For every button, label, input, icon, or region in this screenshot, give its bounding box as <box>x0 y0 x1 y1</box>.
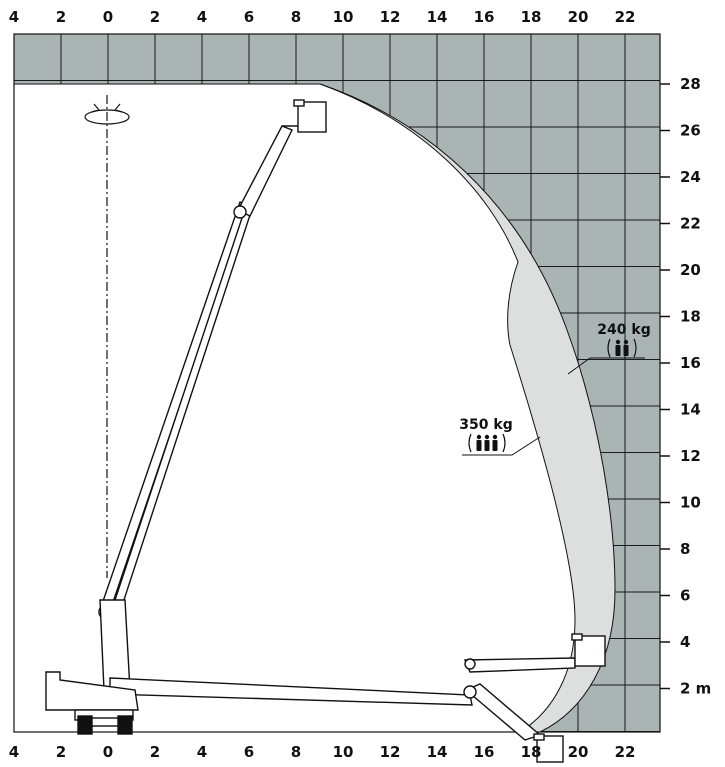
x-tick-label: 20 <box>568 743 589 761</box>
load-350-label: 350 kg <box>459 417 512 433</box>
persons-350-icon <box>468 433 506 453</box>
x-tick-label: 2 <box>150 743 160 761</box>
y-tick-label: 20 <box>680 261 701 279</box>
basket-ground-right <box>533 733 564 763</box>
x-tick-label: 0 <box>103 8 113 26</box>
x-tick-label: 16 <box>474 8 495 26</box>
y-tick-label: 10 <box>680 494 701 512</box>
person-icon <box>623 339 629 356</box>
person-icon <box>492 434 498 451</box>
boom-raised <box>98 99 327 691</box>
x-tick-label: 4 <box>9 743 19 761</box>
x-tick-label: 4 <box>197 8 207 26</box>
x-tick-label: 8 <box>291 743 301 761</box>
x-tick-label: 14 <box>427 743 448 761</box>
y-tick-label: 26 <box>680 122 701 140</box>
x-tick-label: 18 <box>521 8 542 26</box>
y-tick-label: 2 m <box>680 680 711 698</box>
rotation-icon <box>84 103 130 125</box>
x-tick-label: 22 <box>615 743 636 761</box>
x-tick-label: 6 <box>244 8 254 26</box>
load-240-label: 240 kg <box>597 322 650 338</box>
person-icon <box>615 339 621 356</box>
load-240-leader <box>567 357 645 375</box>
x-tick-label: 14 <box>427 8 448 26</box>
x-tick-label: 0 <box>103 743 113 761</box>
x-tick-label: 22 <box>615 8 636 26</box>
chassis <box>45 671 139 735</box>
persons-240-icon <box>607 338 637 358</box>
x-tick-label: 8 <box>291 8 301 26</box>
diagram-frame <box>13 33 661 733</box>
x-tick-label: 2 <box>56 743 66 761</box>
y-tick-label: 24 <box>680 168 701 186</box>
person-icon <box>476 434 482 451</box>
y-tick-label: 8 <box>680 540 690 558</box>
y-tick-label: 16 <box>680 354 701 372</box>
x-tick-label: 2 <box>56 8 66 26</box>
x-tick-label: 10 <box>333 743 354 761</box>
x-tick-label: 20 <box>568 8 589 26</box>
x-tick-label: 18 <box>521 743 542 761</box>
y-tick-label: 14 <box>680 401 701 419</box>
x-tick-label: 12 <box>380 8 401 26</box>
x-tick-label: 12 <box>380 743 401 761</box>
x-tick-label: 10 <box>333 8 354 26</box>
y-tick-label: 18 <box>680 308 701 326</box>
x-tick-label: 2 <box>150 8 160 26</box>
y-axis-labels: 28 26 24 22 20 18 16 14 12 10 8 6 4 2 m <box>660 75 711 698</box>
y-tick-label: 6 <box>680 587 690 605</box>
y-tick-label: 4 <box>680 633 690 651</box>
boom-low-right <box>463 633 606 673</box>
x-tick-label: 4 <box>9 8 19 26</box>
x-tick-label: 4 <box>197 743 207 761</box>
load-350-leader <box>462 436 541 456</box>
x-tick-label: 16 <box>474 743 495 761</box>
y-tick-label: 28 <box>680 75 701 93</box>
y-tick-label: 22 <box>680 215 701 233</box>
y-tick-label: 12 <box>680 447 701 465</box>
person-icon <box>484 434 490 451</box>
x-tick-label: 6 <box>244 743 254 761</box>
